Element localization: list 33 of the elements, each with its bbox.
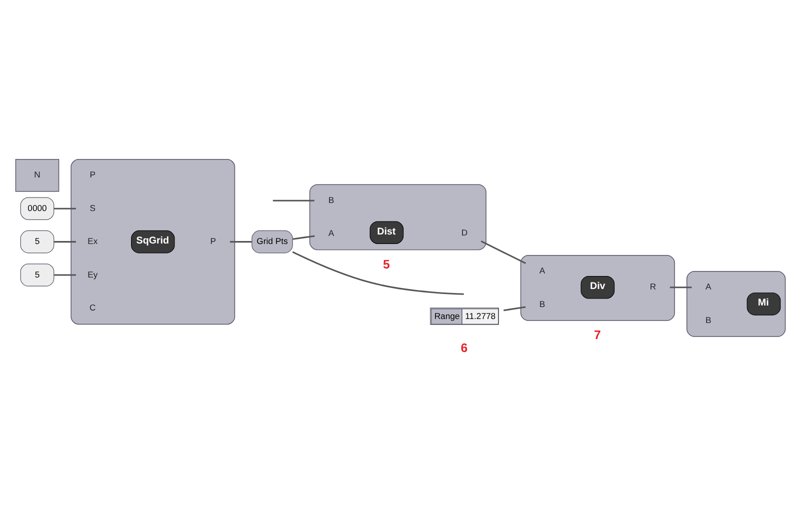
- node-box: Grid Pts: [252, 230, 293, 253]
- connector: [54, 207, 76, 209]
- connector: [504, 306, 526, 311]
- node-text: B: [706, 314, 712, 324]
- node-box: 0000: [20, 196, 54, 220]
- node-text: S: [90, 202, 96, 212]
- node-text: N: [34, 169, 40, 180]
- connector: [272, 199, 314, 201]
- node-text: P: [210, 236, 216, 246]
- connector: [292, 250, 464, 294]
- connector: [54, 240, 76, 242]
- node-text: A: [539, 265, 546, 276]
- connector: [292, 234, 315, 240]
- node-text: Ey: [88, 268, 98, 279]
- node-text: A: [328, 228, 334, 238]
- connector: [230, 240, 252, 242]
- node-text: B: [539, 298, 546, 308]
- connector: [670, 286, 692, 288]
- node-label: 5: [382, 256, 390, 271]
- node-text: D: [461, 226, 468, 237]
- node-text: Ex: [88, 236, 98, 246]
- node-box: 5: [20, 230, 54, 253]
- node-text: R: [650, 281, 656, 292]
- connector: [480, 240, 526, 264]
- node-text: B: [328, 194, 334, 204]
- connector: [54, 274, 76, 276]
- node-label: 7: [594, 328, 601, 342]
- node-text: A: [706, 281, 712, 292]
- node-text: P: [90, 169, 96, 180]
- node-label: 6: [460, 340, 468, 354]
- node-box: 5: [20, 263, 54, 286]
- cluster: [15, 158, 60, 192]
- node-text: C: [90, 302, 96, 312]
